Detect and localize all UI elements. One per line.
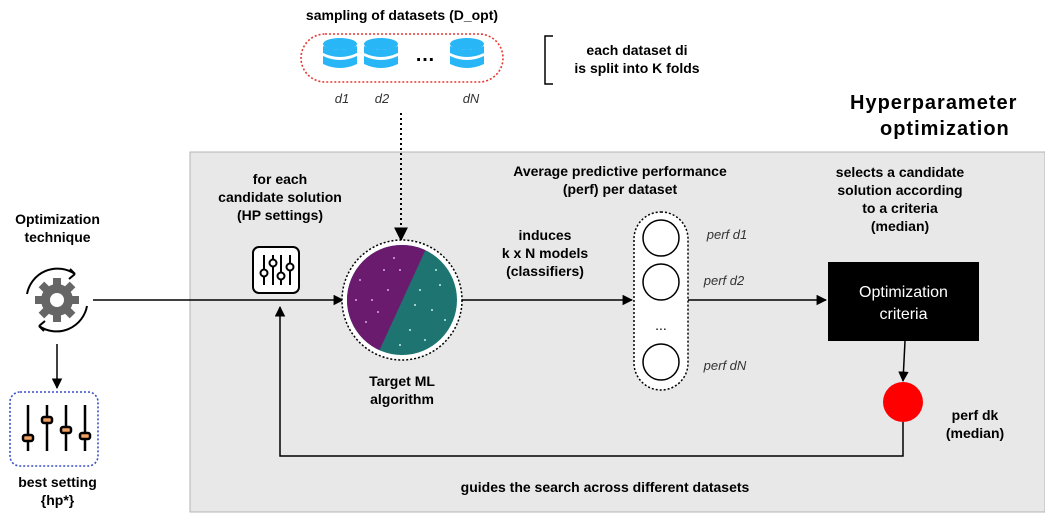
database-icon [450, 38, 484, 68]
dataset-label-d2: d2 [374, 91, 390, 106]
perf-node-d1 [642, 219, 680, 257]
induces-line: induces [518, 227, 572, 243]
perf-node-d2 [642, 263, 680, 301]
dataset-note: each dataset di is split into K folds [557, 41, 717, 77]
gear-cycle-icon [26, 267, 88, 333]
perf-dk-line: (median) [945, 425, 1005, 441]
selects-line: solution according [837, 182, 963, 198]
note-bracket [544, 35, 553, 85]
selects-line: selects a candidate [835, 164, 965, 180]
perf-column [633, 211, 689, 391]
optimization-criteria-label: Optimization criteria [828, 282, 979, 326]
database-icon [323, 38, 357, 68]
opt-technique-line: Optimization [15, 211, 100, 227]
criteria-line: criteria [879, 306, 928, 323]
perf-node-dn [642, 343, 680, 381]
main-title-line: Hyperparameter [850, 92, 1018, 114]
perf-label-d2: perf d2 [703, 273, 745, 288]
dataset-label-dn: dN [462, 91, 480, 106]
optimization-technique-text: Optimization technique [0, 210, 115, 246]
target-line: algorithm [370, 391, 434, 407]
datasets-ellipsis: … [415, 44, 435, 66]
candidate-line: (HP settings) [236, 207, 324, 223]
main-title: Hyperparameter optimization [850, 90, 1045, 142]
avg-performance-text: Average predictive performance (perf) pe… [480, 162, 760, 198]
criteria-to-median-arrow [898, 340, 909, 383]
sliders-icon [21, 405, 92, 451]
best-setting-line: best setting [18, 474, 97, 490]
perf-label-d1: perf d1 [706, 227, 748, 242]
perf-ellipsis: ... [655, 317, 667, 333]
datasets-group-border [300, 33, 504, 83]
target-ml-algorithm [341, 239, 463, 361]
selects-line: to a criteria [862, 200, 938, 216]
best-setting-border [9, 391, 99, 467]
optimization-criteria-box [828, 262, 979, 341]
feedback-loop-arrow [274, 305, 904, 457]
dataset-label-d1: d1 [334, 91, 350, 106]
candidate-line: for each [252, 171, 308, 187]
avg-perf-line: (perf) per dataset [562, 181, 678, 197]
candidate-line: candidate solution [218, 189, 342, 205]
criteria-line: Optimization [859, 284, 948, 301]
candidate-solution-text: for each candidate solution (HP settings… [195, 170, 365, 224]
dataset-note-line: is split into K folds [574, 60, 700, 76]
best-setting-text: best setting {hp*} [0, 473, 115, 509]
database-icon [364, 38, 398, 68]
perf-label-dn: perf dN [703, 358, 747, 373]
best-setting-line: {hp*} [40, 492, 75, 508]
median-dot [883, 382, 923, 422]
selects-line: (median) [870, 218, 930, 234]
perf-dk-line: perf dk [951, 407, 999, 423]
induces-text: induces k x N models (classifiers) [470, 226, 620, 280]
dataset-note-line: each dataset di [586, 42, 688, 58]
opt-technique-line: technique [24, 229, 91, 245]
main-title-line: optimization [880, 118, 1010, 140]
hp-settings-icon [252, 246, 300, 294]
datasets-title: sampling of datasets (D_opt) [305, 7, 499, 23]
avg-perf-line: Average predictive performance [513, 163, 727, 179]
induces-line: (classifiers) [506, 263, 584, 279]
target-line: Target ML [369, 373, 435, 389]
perf-dk-text: perf dk (median) [935, 406, 1015, 442]
guides-text: guides the search across different datas… [460, 479, 750, 495]
induces-line: k x N models [501, 245, 589, 261]
target-ml-text: Target ML algorithm [340, 372, 464, 408]
selects-candidate-text: selects a candidate solution according t… [815, 163, 985, 235]
